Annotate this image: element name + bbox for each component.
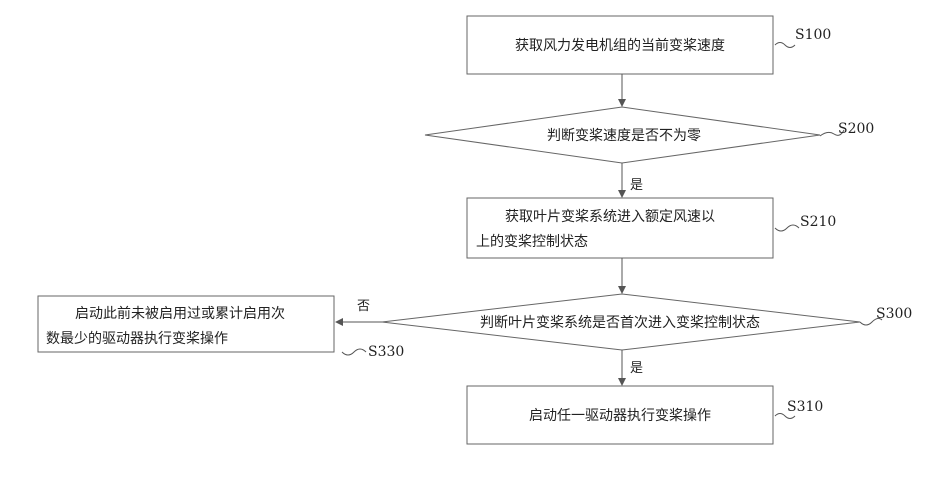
s210-text-line2: 上的变桨控制状态 [476,233,588,250]
step-s200: 判断变桨速度是否不为零 [425,107,820,163]
s210-connector [775,225,799,231]
step-s300: 判断叶片变桨系统是否首次进入变桨控制状态 [382,294,860,350]
s200-text: 判断变桨速度是否不为零 [547,127,701,144]
s310-text: 启动任一驱动器执行变桨操作 [529,407,711,424]
s300-yes-label: 是 [630,361,643,376]
s210-text-line1: 获取叶片变桨系统进入额定风速以 [505,208,715,225]
s330-connector [342,349,366,355]
s330-text-line1: 启动此前未被启用过或累计启用次 [75,305,285,322]
s200-label: S200 [838,121,874,137]
step-s210: 获取叶片变桨系统进入额定风速以 上的变桨控制状态 [467,198,773,258]
s100-text: 获取风力发电机组的当前变桨速度 [515,37,725,54]
s300-text: 判断叶片变桨系统是否首次进入变桨控制状态 [480,314,760,331]
s210-label: S210 [800,214,836,230]
step-s330: 启动此前未被启用过或累计启用次 数最少的驱动器执行变桨操作 [38,296,334,352]
s300-no-label: 否 [357,299,370,314]
s100-connector [775,43,795,48]
s200-yes-label: 是 [630,178,643,193]
step-s100: 获取风力发电机组的当前变桨速度 [467,16,773,74]
s310-label: S310 [787,399,823,415]
s300-label: S300 [876,306,912,322]
s330-text-line2: 数最少的驱动器执行变桨操作 [46,330,228,347]
s100-label: S100 [795,27,831,43]
s330-label: S330 [368,344,404,360]
step-s310: 启动任一驱动器执行变桨操作 [467,386,773,444]
